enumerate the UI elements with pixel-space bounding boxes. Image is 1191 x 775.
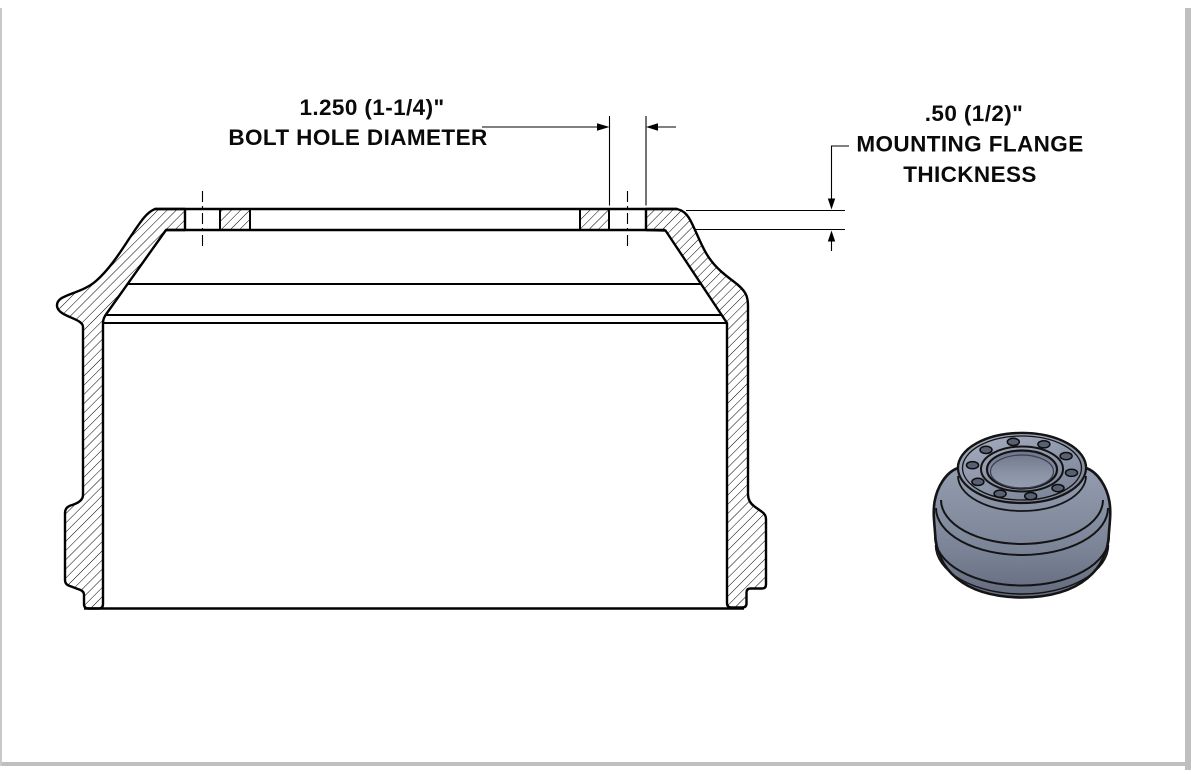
dimension-arrow-down-icon	[827, 198, 836, 210]
bolt-hole	[965, 460, 980, 470]
bolt-hole-dimension	[482, 116, 676, 206]
page-edge-left	[0, 8, 2, 766]
bolt-hole	[993, 489, 1007, 499]
iso-lower-ring-edge-1	[934, 536, 1110, 587]
section-view	[55, 191, 768, 610]
bolt-hole	[1006, 437, 1021, 447]
iso-bolt-holes	[965, 437, 1079, 501]
flange-thickness-value: .50 (1/2)"	[925, 101, 1023, 126]
iso-flange-side-edge	[957, 475, 1087, 512]
bolt-hole	[1059, 451, 1073, 461]
iso-groove-ring-edge	[935, 507, 1109, 556]
isometric-view	[932, 431, 1112, 599]
dimension-leader-elbow	[830, 145, 849, 200]
bolt-hole	[1051, 483, 1065, 493]
page-edge-bottom	[2, 762, 1191, 766]
iso-flange-chamfer-ring	[961, 435, 1083, 501]
drum-right-section-material	[644, 207, 768, 609]
bolt-hole	[979, 445, 993, 455]
bolt-hole	[1023, 491, 1038, 501]
bolt-hole	[1064, 468, 1079, 478]
iso-shoulder-ring-edge	[940, 499, 1104, 545]
flange-thickness-label-line2: THICKNESS	[903, 162, 1037, 187]
dimension-arrow-up-icon	[827, 230, 836, 242]
bolt-hole	[971, 477, 985, 487]
bolt-hole-dimension-label: BOLT HOLE DIAMETER	[228, 125, 487, 150]
flange-hatch-right	[579, 208, 610, 231]
page-edge-right	[1185, 8, 1191, 770]
bolt-hole	[1037, 439, 1051, 449]
dimension-arrow-right-icon	[597, 123, 610, 131]
bolt-hole-dimension-value: 1.250 (1-1/4)"	[299, 95, 444, 120]
drum-left-section-material	[55, 207, 187, 610]
iso-center-hole-inner-edge	[989, 454, 1055, 489]
flange-thickness-dimension	[686, 145, 849, 251]
iso-center-hole	[985, 449, 1059, 490]
flange-hatch-left	[219, 208, 251, 231]
flange-thickness-label-line1: MOUNTING FLANGE	[856, 132, 1083, 157]
iso-lower-ring-edge-2	[934, 544, 1110, 595]
iso-hub-raised-ring	[980, 445, 1064, 493]
dimension-arrow-left-icon	[646, 123, 658, 131]
